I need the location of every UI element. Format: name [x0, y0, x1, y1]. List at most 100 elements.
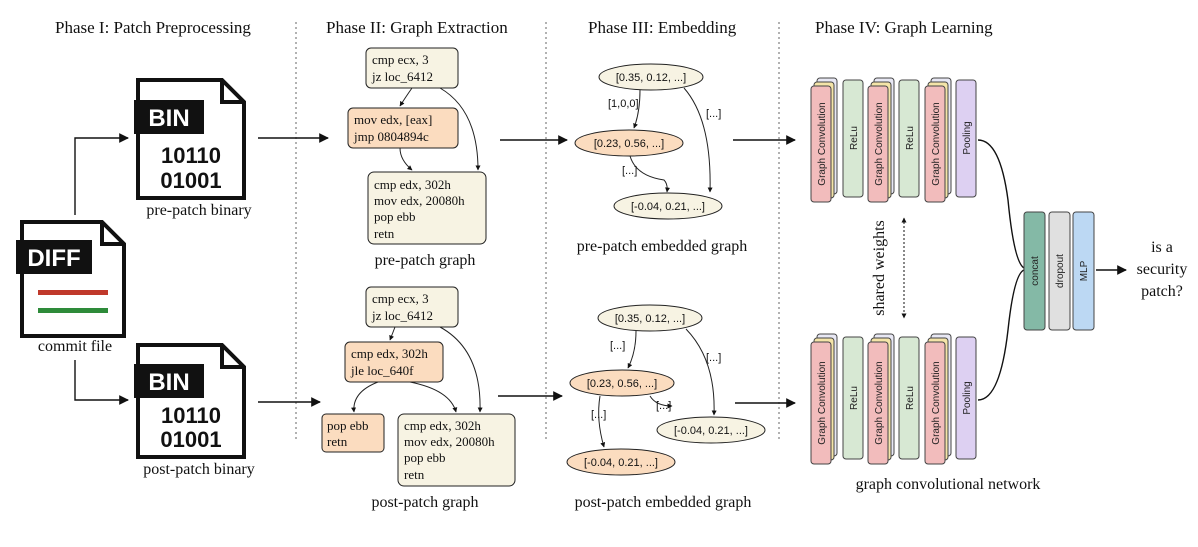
post-embed-edge-1-2 — [627, 330, 637, 369]
dropout-block: dropout — [1048, 211, 1071, 331]
pooling-label: Pooling — [962, 121, 973, 154]
post-block-3 — [321, 413, 385, 453]
graph-conv-label: Graph Convolution — [817, 361, 828, 444]
diff-removed-line — [38, 290, 108, 295]
post-bin-line2: 01001 — [160, 427, 221, 452]
relu-label: ReLu — [905, 126, 916, 150]
pre-bin-line2: 01001 — [160, 168, 221, 193]
post-embed-node-2 — [569, 369, 675, 397]
pre-embed-edge-label-1: [1,0,0] — [608, 98, 639, 110]
pre-b3-l2: mov edx, 20080h — [374, 193, 465, 208]
post-embed-node-2-label: [0.23, 0.56, ...] — [587, 378, 657, 390]
graph-conv-layer: Graph Convolution — [810, 77, 838, 203]
post-graph-caption: post-patch graph — [371, 494, 478, 511]
graph-conv-layer: Graph Convolution — [867, 333, 895, 465]
post-b3-l2: retn — [327, 434, 348, 449]
post-embed-node-4 — [566, 448, 676, 476]
pre-embed-node-3 — [613, 192, 723, 220]
pre-embed-edge-label-2: [...] — [706, 108, 721, 120]
post-bin-line1: 10110 — [161, 403, 221, 428]
pre-b3-l1: cmp edx, 302h — [374, 177, 451, 192]
graph-conv-label: Graph Convolution — [874, 102, 885, 185]
pre-embed-node-1 — [598, 63, 704, 91]
post-block-1 — [365, 286, 459, 328]
relu-label: ReLu — [849, 386, 860, 410]
pre-embed-edge-2-3 — [629, 155, 671, 193]
pre-b1-l2: jz loc_6412 — [371, 69, 433, 84]
pre-b2-l2: jmp 0804894c — [353, 129, 429, 144]
arrow-diff-to-post — [74, 360, 129, 405]
post-embed-edge-1-3 — [685, 328, 717, 416]
commit-file-caption: commit file — [38, 338, 112, 355]
post-b4-l3: pop ebb — [404, 450, 446, 465]
dropout-label: dropout — [1055, 254, 1066, 288]
graph-conv-layer: Graph Convolution — [867, 77, 895, 203]
pre-graph-caption: pre-patch graph — [375, 252, 476, 269]
pre-embed-edge-1-3 — [683, 87, 713, 193]
relu-label: ReLu — [849, 126, 860, 150]
graph-conv-label: Graph Convolution — [931, 102, 942, 185]
phase-3-title: Phase III: Embedding — [588, 18, 737, 37]
diff-file-icon: DIFF — [16, 220, 126, 338]
concat-label: concat — [1030, 256, 1041, 286]
pre-embed-caption: pre-patch embedded graph — [577, 238, 748, 255]
post-binary-file-icon: BIN 10110 01001 — [134, 343, 246, 459]
pre-binary-caption: pre-patch binary — [146, 202, 251, 219]
post-b1-l1: cmp ecx, 3 — [372, 291, 429, 306]
post-embed-node-3 — [656, 416, 766, 444]
pre-binary-file-icon: BIN 10110 01001 — [134, 78, 246, 200]
post-b2-l2: jle loc_640f — [350, 363, 414, 378]
post-embed-edge-label-3: [...] — [591, 409, 606, 421]
pre-embed-edge-label-3: [...] — [622, 165, 637, 177]
arrow-diff-to-pre — [74, 133, 129, 215]
post-b4-l1: cmp edx, 302h — [404, 418, 481, 433]
gcn-top-stack: Graph Convolution ReLu Graph Convolution… — [810, 77, 977, 203]
output-line-1: is a — [1151, 239, 1173, 256]
post-embed-edge-label-2: [...] — [706, 352, 721, 364]
pre-bin-label: BIN — [148, 105, 189, 132]
mlp-block: MLP — [1072, 211, 1095, 331]
shared-weights-label: shared weights — [871, 220, 888, 316]
post-embedded-graph: [0.35, 0.12, ...] [0.23, 0.56, ...] [-0.… — [566, 304, 766, 476]
phase-2-title: Phase II: Graph Extraction — [326, 18, 508, 37]
post-embed-caption: post-patch embedded graph — [575, 494, 752, 511]
top-to-concat-curve — [977, 139, 1025, 269]
pre-block-2 — [347, 107, 459, 149]
post-embed-node-1-label: [0.35, 0.12, ...] — [615, 313, 685, 325]
output-line-3: patch? — [1141, 283, 1183, 300]
post-embed-node-1 — [597, 304, 703, 332]
pre-b1-l1: cmp ecx, 3 — [372, 52, 429, 67]
post-embed-edge-2-4 — [598, 395, 606, 448]
pre-embed-node-1-label: [0.35, 0.12, ...] — [616, 72, 686, 84]
relu-layer: ReLu — [898, 79, 920, 198]
graph-conv-layer: Graph Convolution — [810, 333, 838, 465]
relu-layer: ReLu — [842, 336, 864, 460]
post-b3-l1: pop ebb — [327, 418, 369, 433]
pre-embed-edge-1-2 — [633, 89, 641, 129]
pre-b2-l1: mov edx, [eax] — [354, 112, 432, 127]
post-embed-edge-label-4: [...] — [656, 400, 671, 412]
relu-label: ReLu — [905, 386, 916, 410]
post-binary-caption: post-patch binary — [143, 461, 255, 478]
graph-conv-layer: Graph Convolution — [924, 333, 952, 465]
post-block-4 — [397, 413, 516, 487]
post-embed-edge-label-1: [...] — [610, 340, 625, 352]
post-b2-l1: cmp edx, 302h — [351, 346, 428, 361]
pooling-layer: Pooling — [955, 79, 977, 198]
pre-embed-node-3-label: [-0.04, 0.21, ...] — [631, 201, 705, 213]
post-bin-label: BIN — [148, 369, 189, 396]
pre-embed-node-2 — [574, 129, 684, 157]
pre-embedded-graph: [0.35, 0.12, ...] [0.23, 0.56, ...] [-0.… — [574, 63, 723, 220]
pre-edge-2-3 — [399, 147, 413, 171]
diff-label: DIFF — [27, 245, 80, 272]
gcn-caption: graph convolutional network — [856, 476, 1041, 493]
post-b4-l2: mov edx, 20080h — [404, 434, 495, 449]
pre-block-3 — [367, 171, 487, 245]
post-b1-l2: jz loc_6412 — [371, 308, 433, 323]
pre-bin-line1: 10110 — [161, 143, 221, 168]
post-graph: cmp ecx, 3 jz loc_6412 cmp edx, 302h jle… — [321, 286, 516, 487]
pre-graph: cmp ecx, 3 jz loc_6412 mov edx, [eax] jm… — [347, 47, 487, 245]
graph-conv-label: Graph Convolution — [931, 361, 942, 444]
graph-conv-layer: Graph Convolution — [924, 77, 952, 203]
